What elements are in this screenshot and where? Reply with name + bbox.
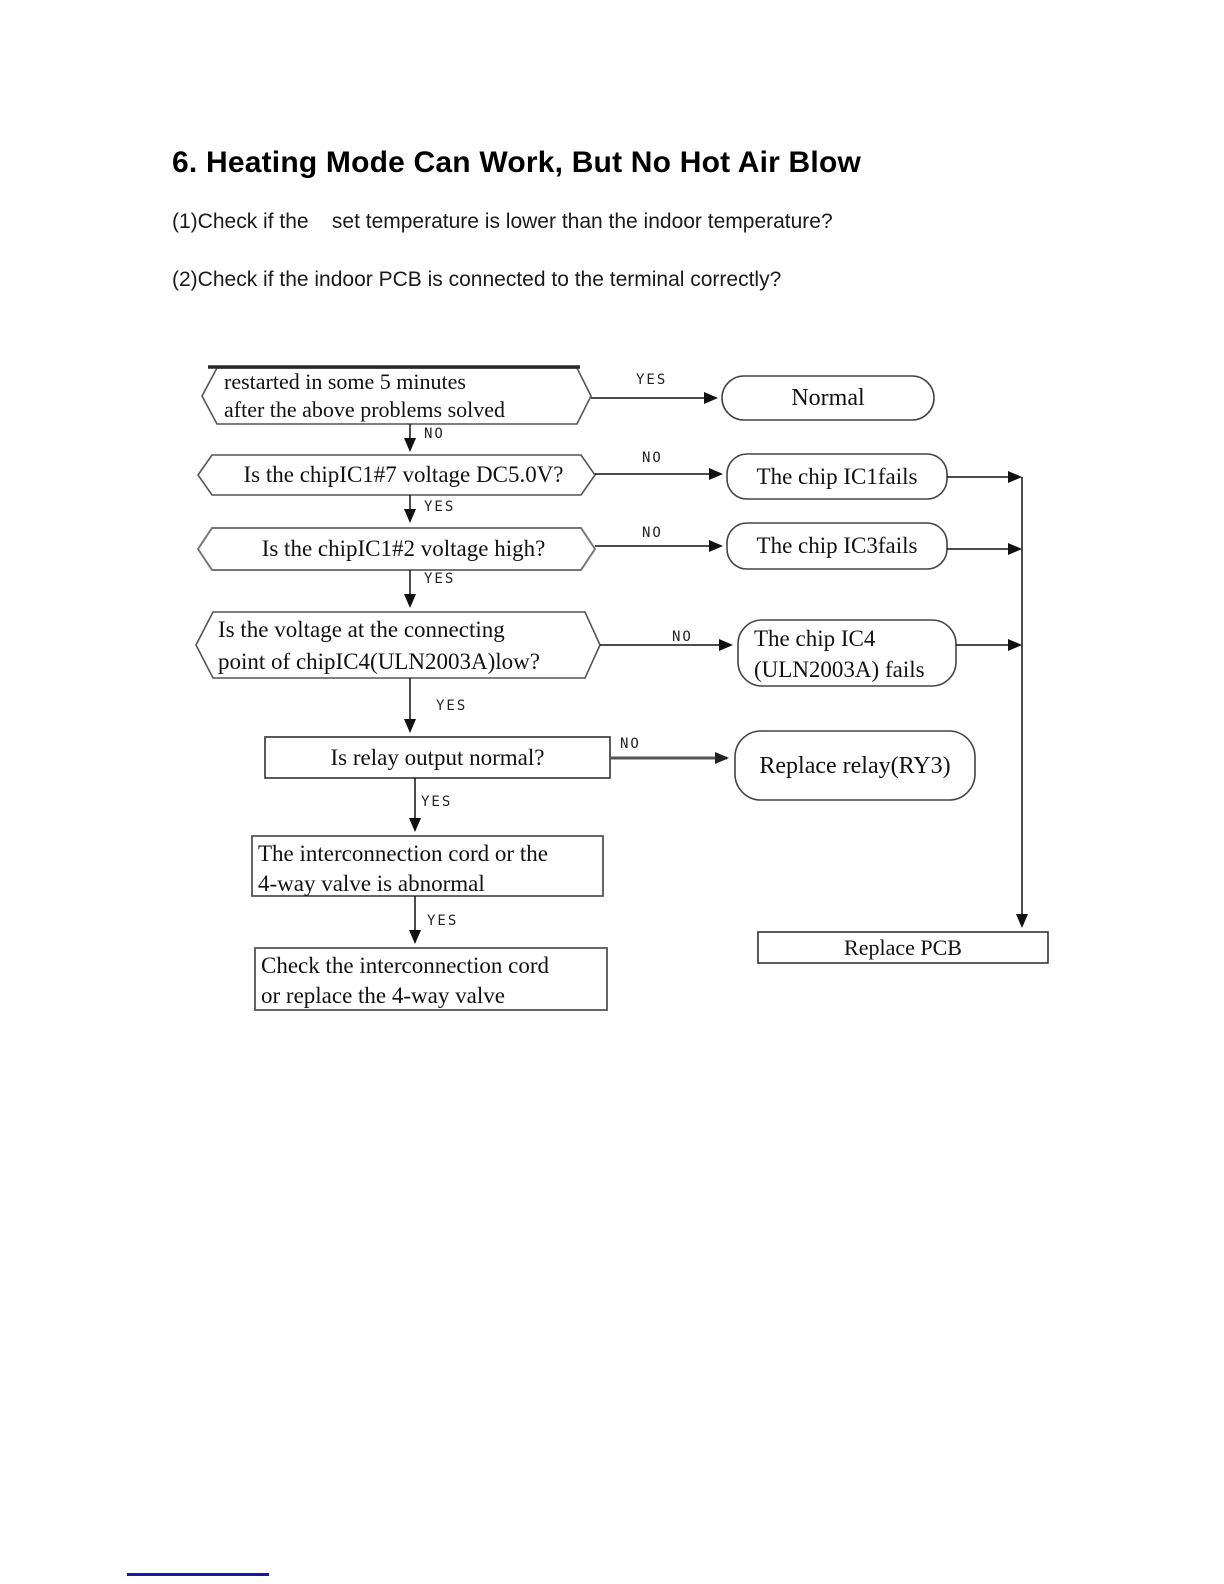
stadium-ic4-fails: [737, 619, 957, 687]
footer-underline-mark: [127, 1573, 269, 1576]
stadium-ic3-fails: [726, 522, 948, 570]
node-ic4-line1: Is the voltage at the connecting: [218, 617, 505, 642]
node-ic3-fails: The chip IC3fails: [756, 533, 918, 558]
node-ic1-fails: The chip IC1fails: [756, 463, 918, 489]
edge-label-yes-ic1pin7: YES: [424, 499, 456, 515]
check-step-1: (1)Check if the set temperature is lower…: [172, 210, 833, 233]
node-cord-abnormal-line1: The interconnection cord or the: [258, 841, 548, 866]
rect-replace-pcb: [757, 931, 1049, 964]
hexagon-ic1-pin7: [197, 454, 596, 496]
edge-label-no-ic1pin2: NO: [642, 525, 663, 541]
rect-cord-abnormal: [251, 835, 604, 897]
stadium-normal: [721, 375, 935, 421]
node-check-cord: Check the interconnection cord or replac…: [261, 951, 549, 1011]
hexagon-ic1-pin2: [196, 527, 597, 571]
node-replace-pcb: Replace PCB: [844, 934, 962, 960]
edge-label-yes-ic1pin2: YES: [424, 571, 456, 587]
edge-label-no-ic4: NO: [672, 629, 693, 645]
node-restart: restarted in some 5 minutes after the ab…: [224, 368, 505, 424]
node-replace-relay: Replace relay(RY3): [759, 752, 951, 779]
stadium-replace-relay: [734, 730, 976, 801]
edge-label-yes-ic4: YES: [436, 698, 468, 714]
node-normal: Normal: [791, 385, 865, 411]
edge-label-no-ic1pin7: NO: [642, 450, 663, 466]
edge-label-no-restart: NO: [424, 426, 445, 442]
node-restart-line2: after the above problems solved: [224, 397, 506, 422]
node-ic4-fails-line1: The chip IC4: [754, 626, 876, 651]
node-cord-abnormal: The interconnection cord or the 4-way va…: [258, 839, 548, 899]
node-check-cord-line1: Check the interconnection cord: [261, 953, 550, 978]
node-ic4: Is the voltage at the connecting point o…: [218, 614, 540, 678]
edge-label-yes-restart: YES: [636, 372, 668, 388]
node-ic4-fails-line2: (ULN2003A) fails: [754, 657, 925, 682]
node-ic1-pin2: Is the chipIC1#2 voltage high?: [261, 536, 546, 561]
node-check-cord-line2: or replace the 4-way valve: [261, 983, 505, 1008]
node-ic4-line2: point of chipIC4(ULN2003A)low?: [218, 649, 540, 674]
node-relay-question: Is relay output normal?: [330, 744, 545, 770]
page-title: 6. Heating Mode Can Work, But No Hot Air…: [172, 146, 862, 179]
edge-label-no-relay: NO: [620, 736, 641, 752]
node-restart-line1: restarted in some 5 minutes: [224, 369, 466, 394]
node-ic1-pin7: Is the chipIC1#7 voltage DC5.0V?: [243, 462, 564, 487]
rect-check-cord: [254, 947, 608, 1011]
edge-label-yes-cord: YES: [427, 913, 459, 929]
rect-relay-question: [264, 736, 611, 779]
edge-label-yes-relay: YES: [421, 794, 453, 810]
node-ic4-fails: The chip IC4 (ULN2003A) fails: [754, 623, 925, 685]
node-cord-abnormal-line2: 4-way valve is abnormal: [258, 871, 485, 896]
check-step-2: (2)Check if the indoor PCB is connected …: [172, 268, 782, 291]
